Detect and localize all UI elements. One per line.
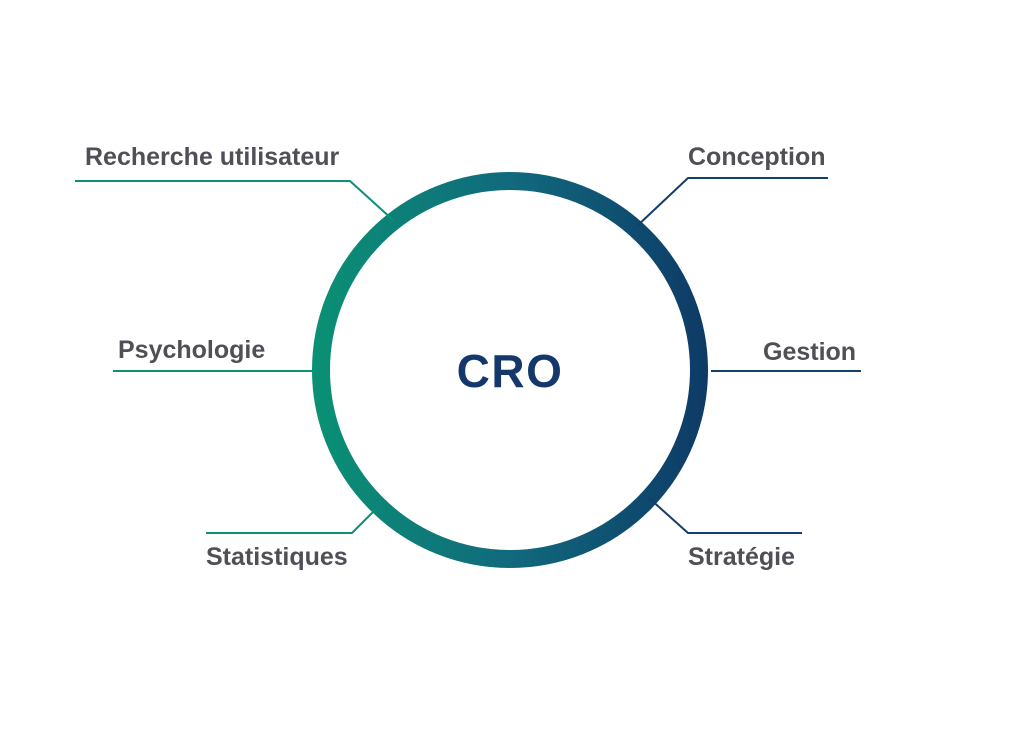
node-label-recherche-utilisateur: Recherche utilisateur — [85, 143, 340, 171]
node-label-gestion: Gestion — [763, 338, 857, 366]
connector-strategie — [648, 497, 802, 534]
connector-conception — [635, 177, 828, 228]
node-label-psychologie: Psychologie — [118, 336, 266, 364]
connector-recherche-utilisateur — [75, 180, 394, 221]
cro-ring — [312, 172, 708, 568]
node-label-conception: Conception — [688, 143, 826, 171]
node-label-statistiques: Statistiques — [206, 543, 348, 571]
connector-statistiques — [206, 509, 376, 534]
node-label-strategie: Stratégie — [688, 543, 795, 571]
center-label-cro: CRO — [456, 345, 564, 397]
